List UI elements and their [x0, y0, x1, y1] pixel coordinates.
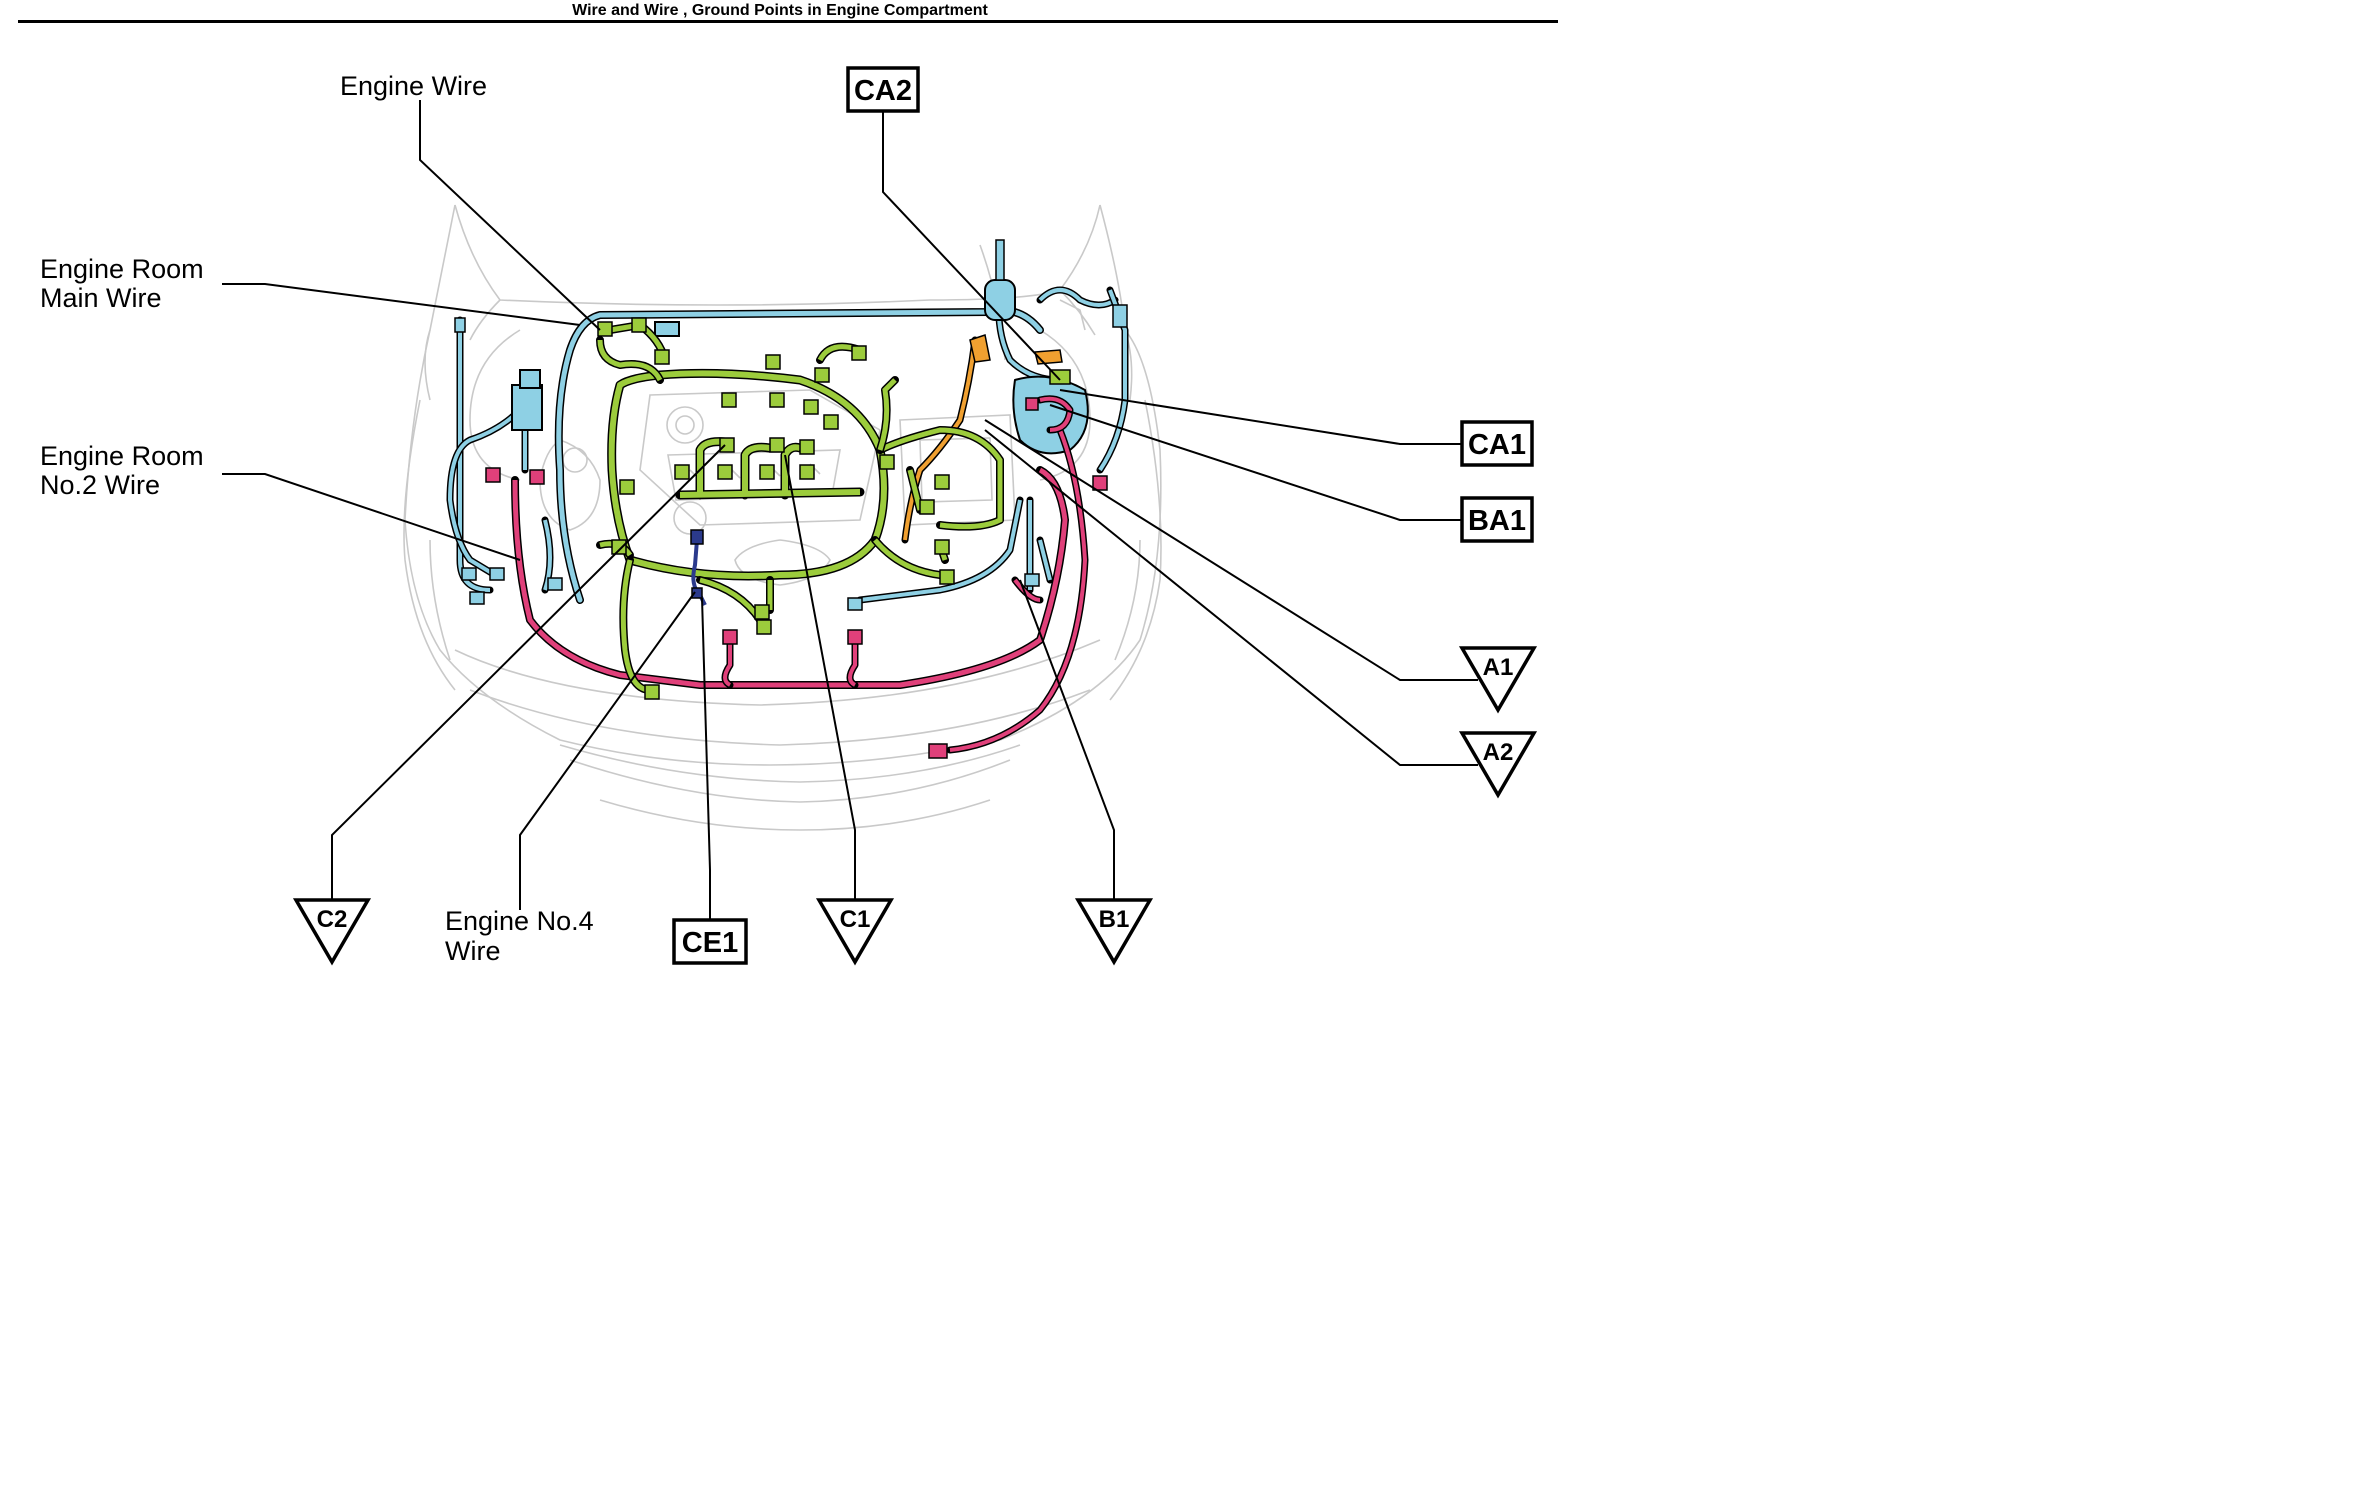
- engine-room-main-wire-label-line1: Engine Room: [40, 254, 204, 284]
- ground-point-c1-label: C1: [840, 906, 871, 933]
- connector-code-ce1: CE1: [682, 927, 738, 959]
- engine-no4-wire: [690, 529, 707, 606]
- engine-room-no2-wire-label-line2: No.2 Wire: [40, 470, 160, 500]
- page-title: Wire and Wire , Ground Points in Engine …: [572, 2, 988, 19]
- connector-box-ba1: BA1: [1460, 496, 1534, 543]
- ground-point-c2: C2: [292, 898, 372, 966]
- engine-compartment-diagram: Engine Wire Engine Room Main Wire Engine…: [40, 66, 1538, 966]
- ground-point-a1-label: A1: [1483, 654, 1514, 681]
- engine-wire-label: Engine Wire: [340, 71, 487, 101]
- engine-room-no2-wire: [485, 395, 1108, 759]
- connector-box-ce1: CE1: [672, 918, 748, 965]
- connector-code-ca2: CA2: [854, 75, 912, 107]
- connector-code-ca1: CA1: [1468, 429, 1526, 461]
- ground-point-c2-label: C2: [317, 906, 348, 933]
- ground-point-a2: A2: [1458, 731, 1538, 799]
- engine-wire: [596, 317, 1071, 700]
- connector-code-ba1: BA1: [1468, 505, 1526, 537]
- ground-point-b1-label: B1: [1099, 906, 1130, 933]
- engine-no4-wire-label-line2: Wire: [445, 936, 501, 966]
- car-outline: [403, 204, 1162, 831]
- ground-point-a2-label: A2: [1483, 739, 1514, 766]
- engine-room-main-wire-label-line2: Main Wire: [40, 283, 162, 313]
- title-rule: [18, 20, 1558, 23]
- engine-room-no2-wire-label-line1: Engine Room: [40, 441, 204, 471]
- ground-point-b1: B1: [1074, 898, 1154, 966]
- engine-no4-wire-label-line1: Engine No.4: [445, 906, 594, 936]
- connector-box-ca2: CA2: [846, 66, 920, 113]
- connector-box-ca1: CA1: [1460, 420, 1534, 467]
- ground-point-a1: A1: [1458, 646, 1538, 714]
- engine-room-main-wire: [446, 239, 1129, 611]
- ground-point-c1: C1: [815, 898, 895, 966]
- leader-lines: [222, 100, 1478, 920]
